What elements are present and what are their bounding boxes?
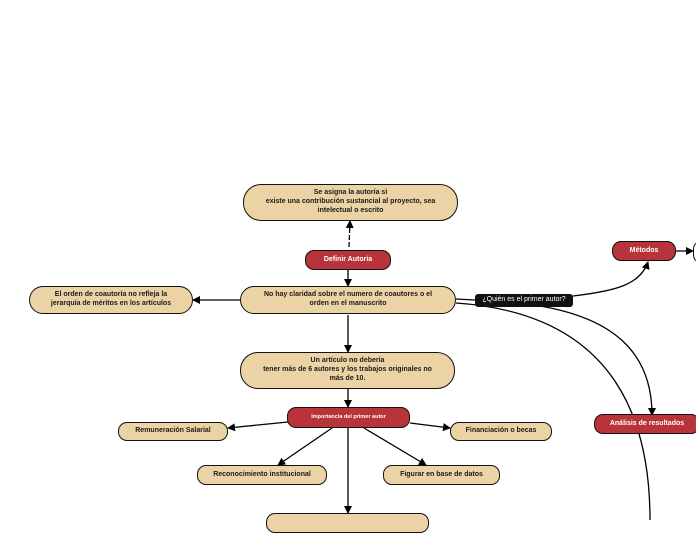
node-recognition[interactable]: Reconocimiento institucional [197, 465, 327, 485]
node-funding[interactable]: Financiación o becas [450, 422, 552, 441]
node-results-analysis[interactable]: Análisis de resultados [594, 414, 696, 434]
edge-question-to-methods [572, 261, 650, 297]
node-unclear-coauthors[interactable]: No hay claridad sobre el numero de coaut… [240, 286, 456, 314]
edge-importance-to-salary [227, 421, 289, 432]
edge-importance-to-database [363, 427, 427, 466]
edge-unclear-to-question [455, 298, 476, 301]
node-author-limit[interactable]: Un artículo no debería tener más de 6 au… [240, 352, 455, 389]
node-database[interactable]: Figurar en base de datos [383, 465, 500, 485]
node-bottom-cutoff[interactable] [266, 513, 429, 533]
edge-importance-to-recognition [277, 427, 333, 466]
node-salary[interactable]: Remuneración Salarial [118, 422, 228, 441]
node-first-author-importance[interactable]: Importancia del primer autor [287, 407, 410, 428]
node-assign-authorship[interactable]: Se asigna la autoría si existe una contr… [243, 184, 458, 221]
node-methods[interactable]: Métodos [612, 241, 676, 261]
node-define-authorship[interactable]: Definir Autoría [305, 250, 391, 270]
node-order-merit[interactable]: El orden de coautoría no refleja la jera… [29, 286, 193, 314]
edge-define-to-assign [345, 220, 354, 248]
edge-importance-to-funding [409, 422, 451, 432]
edge-question-to-down [455, 302, 651, 520]
connector-lines [192, 220, 694, 520]
edge-question-to-results [539, 305, 656, 416]
node-first-author-question[interactable]: ¿Quién es el primer autor? [475, 294, 573, 307]
